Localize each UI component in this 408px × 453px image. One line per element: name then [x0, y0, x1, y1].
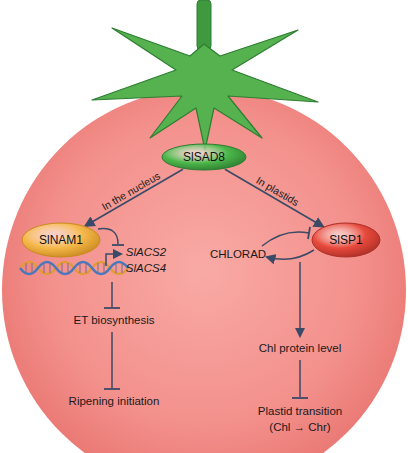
inhibition-bar — [112, 244, 124, 246]
process-label: Chl protein level — [259, 342, 341, 354]
inhibition-bar — [292, 397, 308, 399]
tomato-calyx — [92, 28, 318, 150]
connector-arrow — [225, 169, 323, 226]
promotion-arrow — [299, 262, 301, 336]
process-label: (Chl → Chr) — [269, 421, 330, 433]
ellipse-shape — [162, 144, 246, 170]
dna-rungs — [26, 263, 122, 273]
protein-name: SlNAM1 — [39, 233, 83, 247]
gene-label: SlACS4 — [126, 262, 166, 274]
process-label: Ripening initiation — [69, 395, 160, 407]
inhibition-bar — [104, 307, 120, 309]
inhibition-bar — [308, 227, 310, 239]
inhibition-line — [262, 232, 309, 246]
feedback-arrow — [267, 250, 314, 259]
inhibition-bar — [104, 388, 120, 390]
dna-strand — [20, 262, 128, 274]
inhibition-line — [111, 282, 113, 307]
dna-strand — [20, 262, 128, 274]
transcription-arrow — [106, 254, 121, 266]
process-label: ET biosynthesis — [74, 314, 155, 326]
ellipse-shape — [22, 223, 100, 257]
protein-name: SlSAD8 — [183, 150, 225, 164]
protein-ellipse: SlSP1 — [311, 222, 381, 258]
gene-label: SlACS2 — [126, 246, 166, 258]
inhibition-line — [111, 332, 113, 388]
inhibition-line — [299, 360, 301, 397]
ellipse-shape — [312, 223, 380, 257]
process-label: Plastid transition — [258, 405, 342, 417]
inhibition-line — [98, 229, 118, 244]
protein-name: SlSP1 — [329, 233, 362, 247]
protein-ellipse: SlNAM1 — [21, 222, 101, 258]
protein-label: CHLORAD — [210, 248, 266, 260]
connector-arrow — [86, 169, 183, 226]
tomato-stem — [197, 0, 211, 50]
protein-ellipse: SlSAD8 — [161, 143, 247, 171]
